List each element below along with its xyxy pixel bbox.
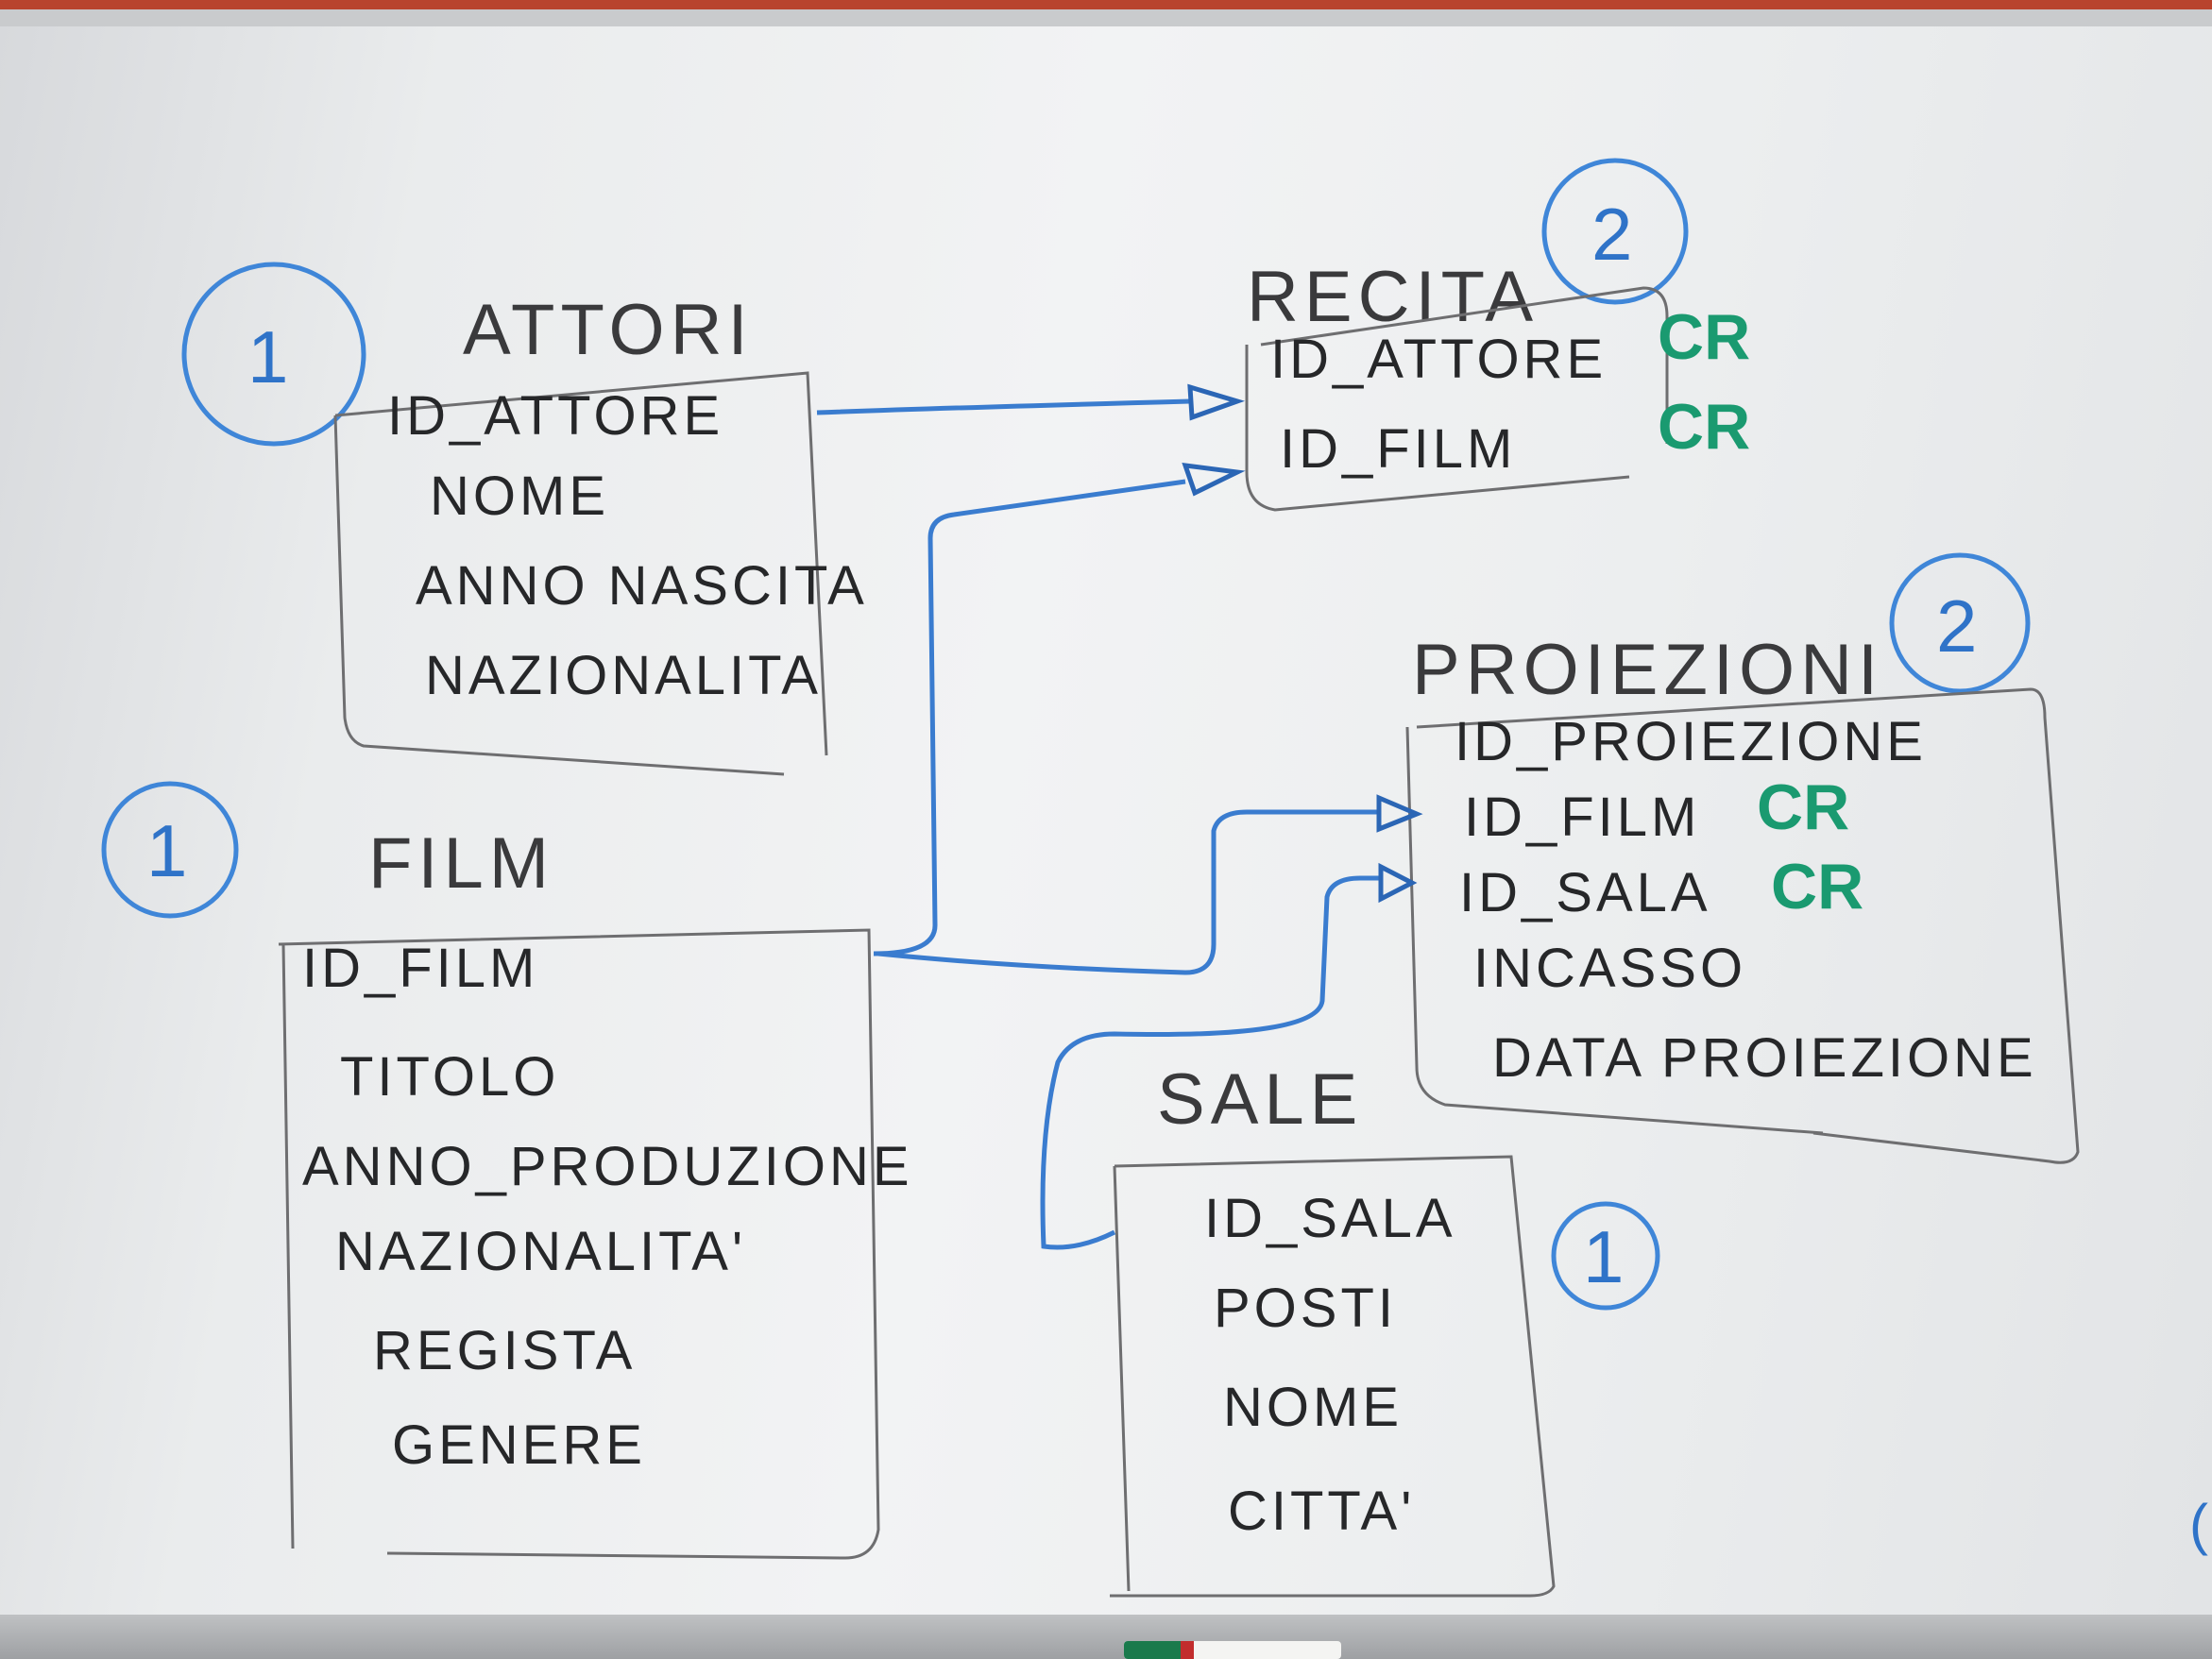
field-sale-nome: NOME	[1223, 1377, 1403, 1438]
tag-recita-film: CR	[1658, 391, 1750, 463]
badge-sale: 1	[1583, 1215, 1624, 1298]
field-attori-nome: NOME	[430, 466, 609, 527]
table-sale: 1 SALE ID_SALA POSTI NOME CITTA'	[1110, 1059, 1660, 1598]
marker-band	[1181, 1641, 1194, 1659]
field-attori-anno: ANNO NASCITA	[416, 555, 868, 617]
link-attori-recita	[816, 398, 1191, 415]
tag-proiezioni-film: CR	[1757, 771, 1849, 843]
marker-pen	[1124, 1641, 1341, 1659]
field-proiezioni-film: ID_FILM	[1464, 787, 1700, 848]
badge-recita: 2	[1591, 193, 1632, 276]
title-attori: ATTORI	[463, 290, 754, 370]
link-film-proiezioni	[877, 809, 1379, 975]
field-proiezioni-data: DATA PROIEZIONE	[1492, 1027, 2037, 1089]
whiteboard	[0, 9, 2212, 1615]
tag-recita-attore: CR	[1658, 301, 1750, 373]
arrow-recita-film	[1182, 463, 1246, 497]
badge-attori: 1	[247, 315, 288, 398]
arrow-proiezioni-film	[1376, 794, 1423, 833]
field-proiezioni-sala: ID_SALA	[1459, 862, 1711, 923]
badge-film: 1	[146, 809, 187, 892]
title-proiezioni: PROIEZIONI	[1412, 630, 1883, 710]
table-recita: 2 RECITA ID_ATTORE CR ID_FILM CR	[1245, 158, 1750, 512]
field-film-naz: NAZIONALITA'	[335, 1221, 746, 1282]
badge-circle-recita	[1541, 158, 1689, 305]
link-film-recita	[873, 479, 1186, 956]
field-attori-id: ID_ATTORE	[387, 385, 723, 447]
badge-proiezioni: 2	[1936, 584, 1977, 668]
marker-tray	[0, 1615, 2212, 1659]
table-proiezioni: 2 PROIEZIONI ID_PROIEZIONE ID_FILM CR ID…	[1405, 552, 2080, 1164]
badge-circle-film	[101, 781, 239, 919]
field-film-regista: REGISTA	[373, 1320, 636, 1381]
field-film-id: ID_FILM	[302, 938, 538, 999]
box-attori	[333, 371, 828, 776]
tag-proiezioni-sala: CR	[1771, 851, 1863, 923]
field-film-anno: ANNO_PRODUZIONE	[302, 1136, 913, 1197]
edge-glyph: (	[2189, 1493, 2208, 1556]
box-proiezioni	[1405, 687, 2080, 1164]
field-sale-posti: POSTI	[1214, 1278, 1397, 1339]
title-sale: SALE	[1157, 1059, 1363, 1140]
table-film: 1 FILM ID_FILM TITOLO ANNO_PRODUZIONE NA…	[101, 781, 913, 1560]
marker-cap	[1124, 1641, 1181, 1659]
badge-circle-proiezioni	[1889, 552, 2031, 694]
field-recita-attore: ID_ATTORE	[1270, 329, 1607, 390]
table-attori: 1 ATTORI ID_ATTORE NOME ANNO NASCITA NAZ…	[181, 262, 868, 776]
box-recita	[1245, 286, 1669, 512]
badge-circle-attori	[181, 262, 366, 447]
field-proiezioni-id: ID_PROIEZIONE	[1455, 711, 1927, 772]
title-recita: RECITA	[1247, 257, 1539, 337]
field-film-genere: GENERE	[392, 1414, 646, 1476]
relationship-lines	[816, 383, 1423, 1250]
field-film-titolo: TITOLO	[340, 1046, 559, 1108]
arrow-recita-attore	[1187, 383, 1246, 421]
box-sale	[1110, 1155, 1556, 1598]
link-sale-proiezioni	[1040, 875, 1379, 1250]
title-film: FILM	[368, 823, 554, 904]
box-film	[278, 928, 880, 1560]
field-sale-id: ID_SALA	[1204, 1188, 1456, 1249]
field-proiezioni-incasso: INCASSO	[1473, 938, 1746, 999]
field-recita-film: ID_FILM	[1280, 418, 1516, 480]
field-sale-citta: CITTA'	[1228, 1481, 1415, 1542]
field-attori-naz: NAZIONALITA	[425, 645, 822, 706]
arrow-proiezioni-sala	[1378, 862, 1418, 904]
badge-circle-sale	[1551, 1201, 1660, 1311]
